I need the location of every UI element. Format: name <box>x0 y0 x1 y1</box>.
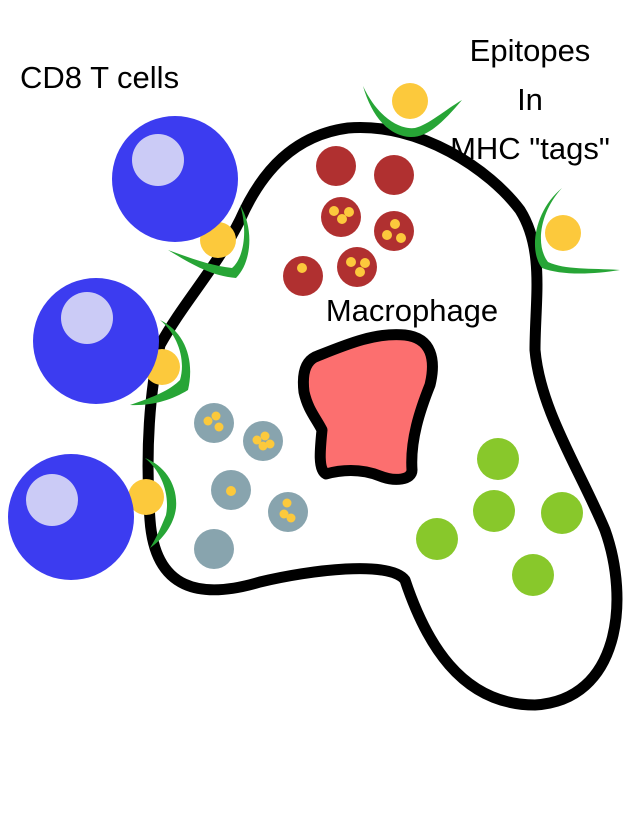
mhc-icon <box>145 458 177 548</box>
grey-vesicle <box>243 421 283 461</box>
nucleus <box>297 329 438 485</box>
epitope-icon <box>392 83 428 119</box>
green-vesicle <box>473 490 515 532</box>
t-cells-label: CD8 T cells <box>20 60 179 95</box>
mhc-epitope-left-3 <box>128 458 177 548</box>
t-cell-3 <box>8 454 134 580</box>
green-vesicles <box>416 438 583 596</box>
t-cell-nucleus <box>132 134 184 186</box>
red-vesicle <box>374 211 414 251</box>
mhc-icon <box>363 86 462 138</box>
t-cell-nucleus <box>26 474 78 526</box>
t-cell-2 <box>33 278 159 404</box>
red-vesicles <box>283 146 414 296</box>
mhc-icon <box>168 205 250 278</box>
mhc-epitope-top <box>363 83 462 138</box>
t-cell-nucleus <box>61 292 113 344</box>
mhc-icon <box>534 188 620 274</box>
grey-vesicle <box>194 403 234 443</box>
t-cell-1 <box>112 116 238 242</box>
mhc-epitope-right <box>534 188 620 274</box>
vesicle-epitopes <box>203 411 296 523</box>
epitopes-label-line3: MHC "tags" <box>450 131 610 166</box>
epitopes-label-line2: In <box>517 82 543 117</box>
epitope-icon <box>128 479 164 515</box>
green-vesicle <box>541 492 583 534</box>
grey-vesicles <box>194 403 308 569</box>
green-vesicle <box>416 518 458 560</box>
epitopes-label-line1: Epitopes <box>470 33 591 68</box>
red-vesicle <box>337 247 377 287</box>
red-vesicle <box>283 256 323 296</box>
red-vesicle <box>316 146 356 186</box>
epitope-icon <box>545 215 581 251</box>
macrophage-label: Macrophage <box>326 293 498 328</box>
vesicle-epitopes <box>297 206 406 277</box>
green-vesicle <box>512 554 554 596</box>
grey-vesicle <box>194 529 234 569</box>
green-vesicle <box>477 438 519 480</box>
red-vesicle <box>374 155 414 195</box>
